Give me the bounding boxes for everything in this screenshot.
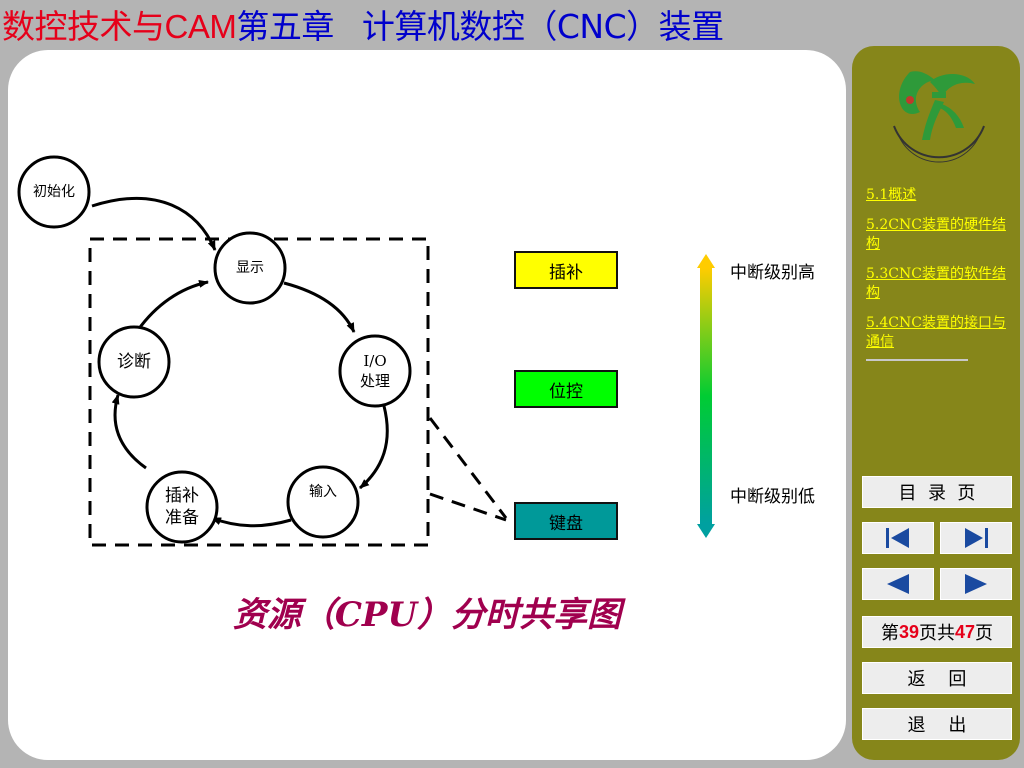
priority-low-arrowhead	[697, 524, 715, 538]
diagram-caption: 资源（CPU）分时共享图	[232, 595, 622, 635]
cycle-arrow	[359, 405, 389, 490]
interp-prep-label: 插补准备	[165, 486, 199, 528]
guangzhou-university-logo-icon	[893, 71, 985, 163]
resource-sharing-diagram	[17, 155, 715, 547]
keyboard-task-box: 键盘	[514, 502, 618, 540]
current-page-number: 39	[898, 621, 919, 642]
total-page-number: 47	[955, 621, 976, 642]
cycle-arrow	[211, 516, 292, 528]
priority-level-bar	[700, 268, 712, 524]
priority-high-label: 中断级别高	[730, 263, 815, 283]
init-node	[17, 155, 91, 229]
prev-page-icon	[887, 574, 909, 594]
chapter-toc: 5.1概述 5.2CNC装置的硬件结构 5.3CNC装置的软件结构 5.4CNC…	[866, 186, 1006, 361]
exit-button[interactable]: 退 出	[862, 708, 1012, 740]
next-page-button[interactable]	[940, 568, 1012, 600]
display-node	[213, 231, 287, 305]
prev-page-button[interactable]	[862, 568, 934, 600]
cycle-arrow	[136, 279, 209, 331]
chapter-number: 第五章	[236, 7, 334, 46]
priority-high-arrowhead	[697, 254, 715, 268]
back-button[interactable]: 返 回	[862, 662, 1012, 694]
last-page-button[interactable]	[940, 522, 1012, 554]
cycle-arrow	[283, 281, 356, 333]
first-page-icon	[886, 528, 909, 548]
contents-page-button[interactable]: 目 录 页	[862, 476, 1012, 508]
slide-title: 数控技术与CAM第五章计算机数控（CNC）装置	[2, 4, 724, 50]
first-page-button[interactable]	[862, 522, 934, 554]
course-title: 数控技术与CAM	[2, 7, 237, 46]
interpolation-task-box: 插补	[514, 251, 618, 289]
priority-low-label: 中断级别低	[730, 487, 815, 507]
input-node	[286, 465, 360, 539]
toc-divider	[866, 359, 968, 361]
position-control-task-box: 位控	[514, 370, 618, 408]
display-label: 显示	[236, 260, 264, 276]
connector-dashed-line	[429, 492, 507, 522]
init-label: 初始化	[33, 184, 75, 200]
navigation-sidebar: 5.1概述 5.2CNC装置的硬件结构 5.3CNC装置的软件结构 5.4CNC…	[852, 46, 1020, 760]
toc-link-5-3[interactable]: 5.3CNC装置的软件结构	[866, 266, 1006, 301]
next-page-icon	[965, 574, 987, 594]
last-page-icon	[965, 528, 988, 548]
toc-link-5-4[interactable]: 5.4CNC装置的接口与通信	[866, 315, 1006, 350]
diagnosis-node	[97, 325, 171, 399]
cycle-arrow	[111, 394, 147, 470]
interp-prep-node	[145, 470, 219, 544]
io-node	[338, 334, 412, 408]
init-arrow	[91, 196, 217, 251]
diagnosis-label: 诊断	[117, 352, 151, 372]
toc-link-5-1[interactable]: 5.1概述	[866, 187, 917, 203]
chapter-title: 计算机数控（CNC）装置	[361, 7, 724, 46]
toc-link-5-2[interactable]: 5.2CNC装置的硬件结构	[866, 217, 1006, 252]
connector-dashed-line	[428, 417, 508, 519]
input-label: 输入	[309, 484, 337, 500]
